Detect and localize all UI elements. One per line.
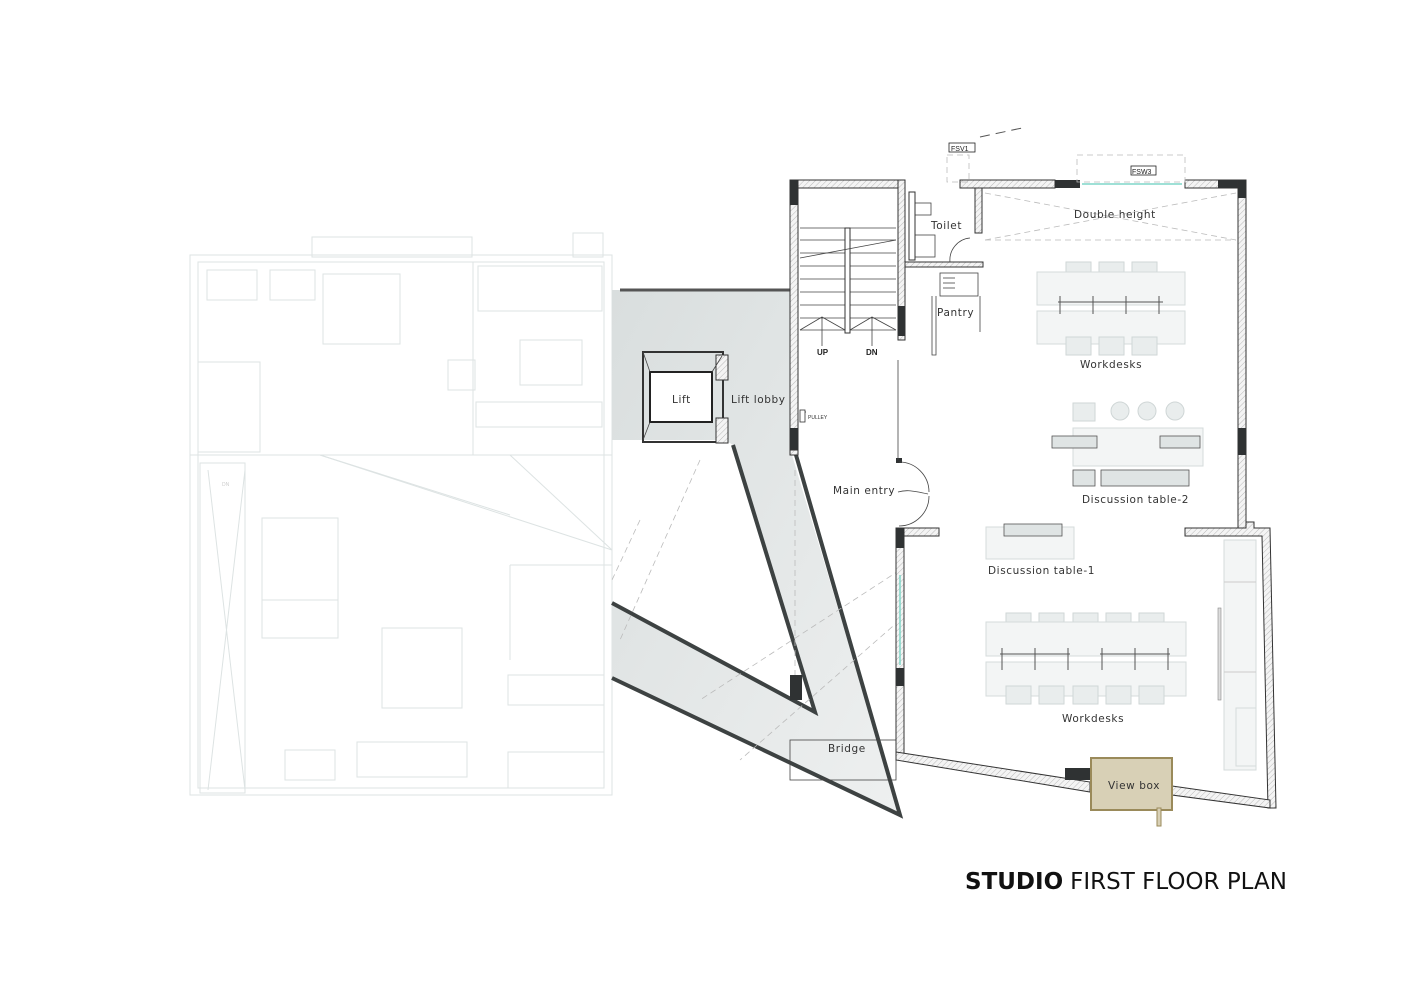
label-workdesks-bottom: Workdesks <box>1062 713 1124 725</box>
discussion-table-1 <box>985 523 1075 560</box>
label-double-height: Double height <box>1074 209 1156 221</box>
discussion-table-2 <box>1051 401 1204 487</box>
workdesks-top <box>1036 261 1186 356</box>
stair-up-label: UP <box>817 348 829 357</box>
toilet-fixtures <box>908 191 971 263</box>
main-entry-door <box>799 360 930 527</box>
label-view-box: View box <box>1108 780 1160 792</box>
view-box <box>1090 757 1173 827</box>
label-lift: Lift <box>672 394 691 406</box>
studio-walls <box>789 127 1277 809</box>
label-discussion-table-2: Discussion table-2 <box>1082 494 1189 506</box>
workdesks-bottom <box>985 612 1187 705</box>
adjacent-building-ghost-plan: DN <box>189 232 613 796</box>
tag-fsw3: FSW3 <box>1132 169 1152 176</box>
room-labels: Double height Toilet Pantry Workdesks Li… <box>672 209 1189 792</box>
pantry-counter <box>931 272 981 356</box>
staircase: UP DN <box>799 227 897 357</box>
tag-pulley: PULLEY <box>808 415 828 421</box>
plan-title-regular: FIRST FLOOR PLAN <box>1070 869 1287 895</box>
label-workdesks-top: Workdesks <box>1080 359 1142 371</box>
label-discussion-table-1: Discussion table-1 <box>988 565 1095 577</box>
lift <box>642 351 729 444</box>
bridge-and-lift-lobby <box>611 288 904 819</box>
stair-down-label: DN <box>866 348 878 357</box>
label-lift-lobby: Lift lobby <box>731 394 786 406</box>
label-bridge: Bridge <box>828 743 866 755</box>
double-height-void <box>984 192 1237 241</box>
plan-title: STUDIO FIRST FLOOR PLAN <box>965 869 1287 895</box>
tag-fsv1: FSV1 <box>951 146 969 153</box>
label-toilet: Toilet <box>930 220 962 232</box>
ghost-stair-label: DN <box>222 482 230 488</box>
label-pantry: Pantry <box>937 307 974 319</box>
label-main-entry: Main entry <box>833 485 895 497</box>
storage-counter <box>1217 539 1257 771</box>
window-tags: FSV1 FSW3 PULLEY <box>808 142 1157 421</box>
plan-title-bold: STUDIO <box>965 869 1063 895</box>
